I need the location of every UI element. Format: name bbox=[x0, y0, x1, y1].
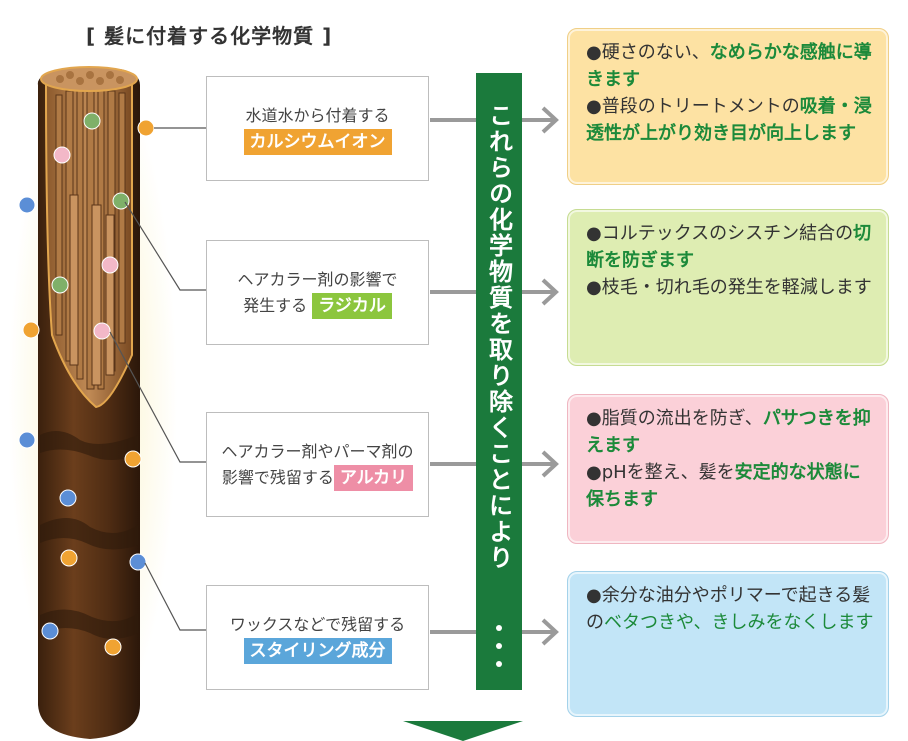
effect2-bullet1-text: ●コルテックスのシスチン結合の bbox=[586, 223, 854, 244]
hair-illustration bbox=[0, 55, 190, 741]
effect4-bullet1-text: ●余分な油分やポリマーで起きる髪の bbox=[586, 585, 871, 633]
effect3-bullet2-highlight: 安定的な状態に保ちます bbox=[586, 462, 861, 510]
effect4-bullet1-highlight: ベタつきや、きしみをなくします bbox=[604, 612, 874, 633]
effect-panel-alkali: ●脂質の流出を防ぎ、パサつきを抑えます ●pHを整え、髪を安定的な状態に保ちます bbox=[567, 394, 889, 544]
effect3-bullet2-text: ●pHを整え、髪を bbox=[586, 462, 735, 483]
dot-icon bbox=[496, 661, 502, 667]
label-styling-text: ワックスなどで残留する bbox=[229, 614, 406, 634]
effect2-bullet1-highlight: 切断を防ぎます bbox=[586, 223, 872, 271]
label-radical-text: ヘアカラー剤の影響で bbox=[237, 269, 398, 289]
effect3-bullet1-text: ●脂質の流出を防ぎ、 bbox=[586, 408, 763, 429]
effect1-bullet2-highlight: 吸着・浸透性が上がり効き目が向上します bbox=[586, 96, 872, 144]
label-calcium-text: 水道水から付着する bbox=[245, 105, 390, 125]
effect-panel-styling: ●余分な油分やポリマーで起きる髪のベタつきや、きしみをなくします bbox=[567, 571, 889, 717]
dot-icon bbox=[496, 643, 502, 649]
effect1-bullet2-text: ●普段のトリートメントの bbox=[586, 96, 800, 117]
label-calcium: 水道水から付着する カルシウムイオン bbox=[206, 76, 429, 181]
dot-icon bbox=[496, 625, 502, 631]
ellipsis-dots bbox=[494, 625, 504, 679]
hair-strand-icon bbox=[18, 66, 155, 739]
effect1-bullet1-text: ●硬さのない、 bbox=[586, 42, 710, 63]
diagram-title: [ 髪に付着する化学物質 ] bbox=[86, 24, 333, 48]
label-radical-pre: 発生する bbox=[243, 295, 308, 315]
down-arrow-icon bbox=[403, 721, 523, 741]
tag-calcium-ion: カルシウムイオン bbox=[243, 128, 392, 155]
effect3-bullet1-highlight: パサつきを抑えます bbox=[586, 408, 871, 456]
label-alkali: ヘアカラー剤やパーマ剤の 影響で残留するアルカリ bbox=[206, 412, 429, 517]
effect-panel-calcium: ●硬さのない、なめらかな感触に導きます ●普段のトリートメントの吸着・浸透性が上… bbox=[567, 28, 889, 185]
effect2-bullet2-text: ●枝毛・切れ毛の発生を軽減します bbox=[586, 277, 872, 298]
central-banner: これらの化学物質を取り除くことにより bbox=[476, 73, 522, 690]
label-radical: ヘアカラー剤の影響で 発生する ラジカル bbox=[206, 240, 429, 345]
effect-panel-radical: ●コルテックスのシスチン結合の切断を防ぎます ●枝毛・切れ毛の発生を軽減します bbox=[567, 209, 889, 366]
label-styling: ワックスなどで残留する スタイリング成分 bbox=[206, 585, 429, 690]
tag-radical: ラジカル bbox=[312, 292, 392, 319]
effect1-bullet1-highlight: なめらかな感触に導きます bbox=[586, 42, 872, 90]
label-alkali-text: ヘアカラー剤やパーマ剤の bbox=[221, 441, 414, 461]
tag-alkali: アルカリ bbox=[333, 464, 414, 491]
tag-styling-component: スタイリング成分 bbox=[243, 637, 392, 664]
label-alkali-pre: 影響で残留する bbox=[221, 467, 334, 487]
central-banner-text: これらの化学物質を取り除くことにより bbox=[484, 103, 513, 571]
